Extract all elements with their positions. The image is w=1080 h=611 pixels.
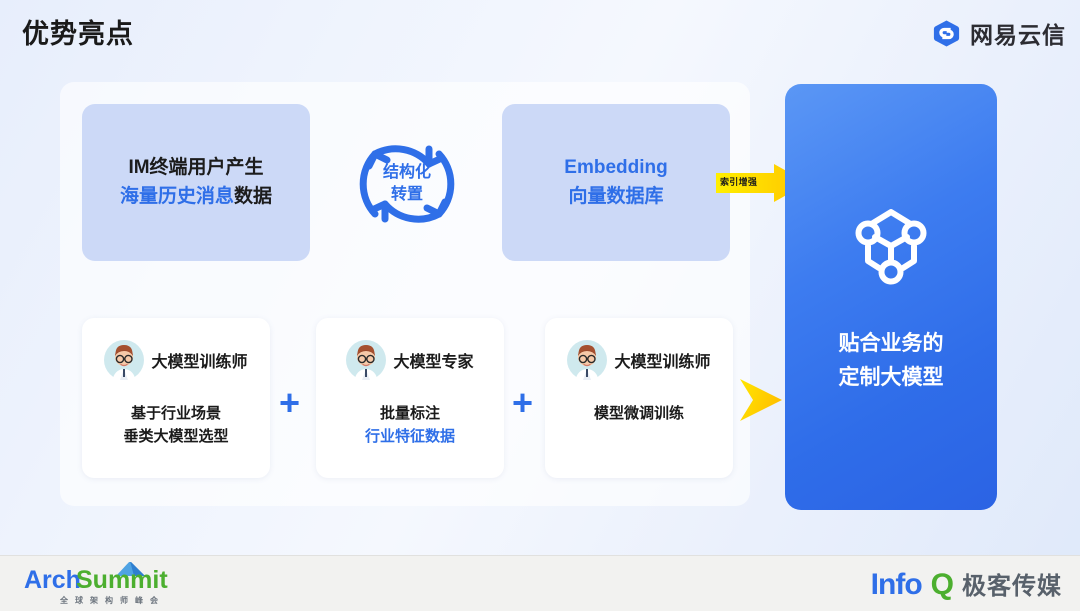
- brand-name: 网易云信: [970, 22, 1066, 48]
- transform-label: 结构化 转置: [343, 120, 471, 248]
- expert-desc-line: 垂类大模型选型: [123, 428, 229, 446]
- source-card-line2: 海量历史消息数据: [120, 183, 272, 212]
- expert-avatar-icon: [346, 340, 387, 380]
- expert-card-3: 大模型训练师 模型微调训练: [545, 318, 733, 478]
- expert-role-row: 大模型训练师: [104, 340, 248, 380]
- embedding-card-line2: 向量数据库: [568, 185, 664, 207]
- expert-desc-line: 模型微调训练: [593, 405, 684, 422]
- infoq-q-text: Q: [930, 568, 954, 601]
- source-card-line2-rest: 数据: [234, 185, 273, 207]
- brand-logo: 网易云信: [932, 16, 1066, 50]
- embedding-db-card: Embedding 向量数据库: [502, 104, 730, 261]
- expert-role-name: 大模型训练师: [614, 354, 711, 371]
- plus-separator-2: +: [512, 382, 534, 423]
- expert-desc: 批量标注 行业特征数据: [365, 402, 455, 449]
- expert-desc-line: 批量标注: [379, 405, 440, 422]
- result-text: 贴合业务的 定制大模型: [839, 327, 944, 394]
- svg-text:Arch: Arch: [24, 566, 81, 594]
- expert-card-1: 大模型训练师 基于行业场景 垂类大模型选型: [82, 318, 270, 478]
- expert-role-row: 大模型训练师: [567, 340, 711, 380]
- footer-bar: Arch Summit 全球架构师峰会 Info Q 极客传媒: [0, 555, 1080, 611]
- embedding-card-line1: Embedding: [564, 156, 668, 178]
- result-line2: 定制大模型: [838, 366, 944, 389]
- result-panel: 贴合业务的 定制大模型: [785, 84, 997, 510]
- trainer-avatar-icon: [104, 340, 145, 380]
- infoq-cn-text: 极客传媒: [962, 573, 1062, 600]
- expert-card-2: 大模型专家 批量标注 行业特征数据: [316, 318, 504, 478]
- page-title: 优势亮点: [22, 19, 134, 49]
- source-card-line1: IM终端用户产生: [128, 156, 264, 178]
- expert-role-name: 大模型训练师: [151, 354, 248, 371]
- svg-text:Summit: Summit: [76, 566, 168, 594]
- netease-yunxin-logo-icon: [933, 19, 960, 47]
- structured-transform-graphic: 结构化 转置: [343, 120, 471, 248]
- circular-arrows-icon: [359, 145, 455, 223]
- expert-role-row: 大模型专家: [346, 340, 474, 380]
- source-card-highlight: 海量历史消息: [119, 185, 234, 207]
- source-data-card: IM终端用户产生 海量历史消息数据: [82, 104, 310, 261]
- yellow-chevron-arrow-icon: [740, 379, 782, 421]
- index-arrow-label: 索引增强: [720, 177, 758, 187]
- result-line1: 贴合业务的: [838, 332, 944, 356]
- trainer-avatar-icon: [567, 340, 608, 380]
- expert-desc-line: 基于行业场景: [130, 405, 221, 422]
- network-nodes-icon: [855, 209, 927, 285]
- archsummit-subtitle: 全球架构师峰会: [60, 596, 165, 605]
- expert-desc-line-highlight: 行业特征数据: [364, 428, 455, 446]
- archsummit-wordmark-icon: Arch Summit: [24, 562, 168, 594]
- infoq-info-text: Info: [870, 568, 923, 601]
- expert-role-name: 大模型专家: [393, 354, 474, 371]
- expert-desc: 模型微调训练: [594, 402, 684, 425]
- plus-separator-1: +: [279, 382, 301, 423]
- transform-line1: 结构化: [382, 164, 431, 182]
- infoq-logo: Info Q 极客传媒: [871, 566, 1062, 602]
- transform-line2: 转置: [390, 186, 423, 203]
- expert-desc: 基于行业场景 垂类大模型选型: [123, 402, 228, 449]
- archsummit-logo: Arch Summit 全球架构师峰会: [24, 562, 196, 606]
